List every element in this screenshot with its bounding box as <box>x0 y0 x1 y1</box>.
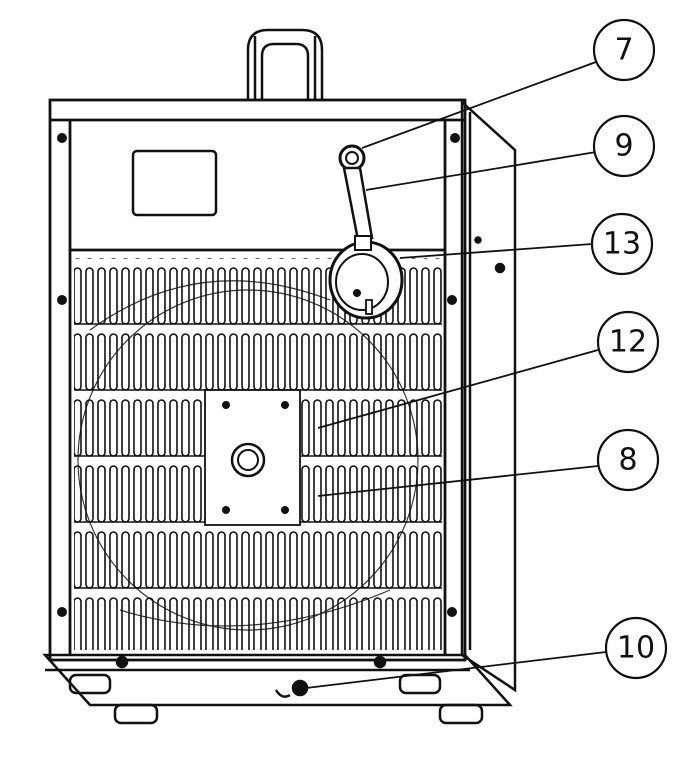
callout-12-label: 12 <box>609 325 647 360</box>
callout-12: 12 <box>596 310 660 374</box>
callout-13-label: 13 <box>603 227 641 262</box>
motor-plate <box>204 389 301 526</box>
callout-8-label: 8 <box>618 443 637 478</box>
callout-10-label: 10 <box>617 631 655 666</box>
callout-9: 9 <box>592 114 656 178</box>
callout-10: 10 <box>604 616 668 680</box>
base-and-feet <box>42 653 513 725</box>
top-screws <box>57 133 460 617</box>
side-panel <box>460 99 517 693</box>
callout-7-label: 7 <box>614 33 633 68</box>
callout-13: 13 <box>590 212 654 276</box>
callout-8: 8 <box>596 428 660 492</box>
fan-blade-outline <box>77 280 419 631</box>
rating-label-window <box>131 149 218 217</box>
callout-leaders <box>305 61 607 689</box>
power-cord-assembly <box>328 144 404 320</box>
carry-handle <box>246 28 324 100</box>
callout-7: 7 <box>592 18 656 82</box>
callout-9-label: 9 <box>614 129 633 164</box>
heater-body <box>48 98 467 662</box>
